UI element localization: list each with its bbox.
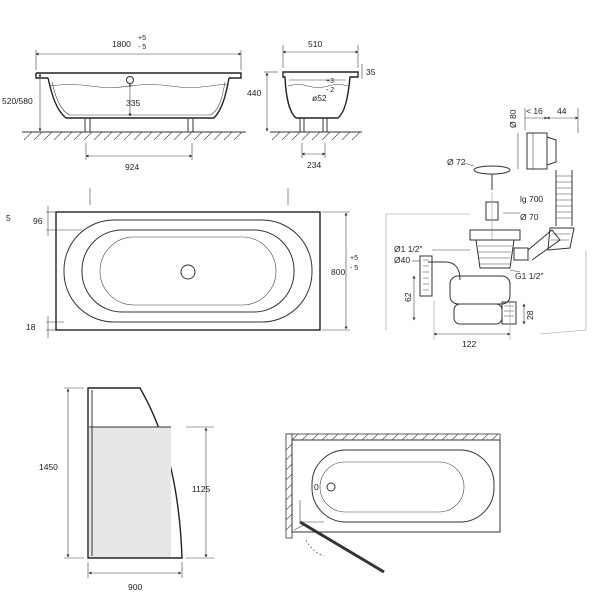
waste-thread-value: G1 1/2"	[515, 271, 544, 281]
rim-bottom-value: 18	[26, 322, 36, 332]
plan-view: 5 96 18 800 +5 - 5	[6, 188, 358, 338]
drain-dia-kit-value: Ø 70	[520, 212, 539, 222]
side-view: 1800 +5 - 5 520/580 335 924	[2, 35, 246, 172]
depth-kit-value: 44	[557, 106, 567, 116]
foot-offset-value: 234	[307, 160, 321, 170]
end-height-value: 440	[247, 88, 261, 98]
installation-plan: 0	[285, 433, 501, 574]
plan-width-tol-minus: - 5	[350, 265, 358, 272]
pipe-dia-value: Ø40	[394, 255, 410, 265]
end-view: 510 35 440 +3 - 2 ø52 234	[247, 39, 376, 170]
outlet-thread-value: Ø1 1/2"	[394, 244, 423, 254]
trap-width-value: 122	[462, 339, 476, 349]
end-tol-plus: +3	[326, 78, 334, 85]
height-value: 520/580	[2, 96, 33, 106]
length-tol-minus: - 5	[138, 44, 146, 51]
depth-value: 335	[126, 98, 140, 108]
overflow-dia-value: Ø 80	[508, 109, 518, 128]
end-tol-minus: - 2	[326, 87, 334, 94]
screen-width-value: 900	[128, 582, 142, 592]
waste-kit: < 16 44 Ø 80 Ø 72 lg 700 Ø 70 Ø1 1/2" Ø4…	[385, 106, 587, 349]
leg	[84, 118, 194, 132]
feet-spacing-value: 924	[125, 162, 139, 172]
waste-height-value: 62	[403, 292, 413, 302]
rim-top-value: 96	[33, 216, 43, 226]
drain-dia-value: ø52	[312, 93, 327, 103]
length-value: 1800	[112, 39, 131, 49]
glass-height-value: 1125	[192, 484, 211, 494]
plan-edge-mark: 5	[6, 213, 11, 223]
trap-height-value: 28	[525, 310, 535, 320]
screen-height-value: 1450	[39, 462, 58, 472]
hose-length-value: lg 700	[520, 194, 543, 204]
plan-width-value: 800	[331, 267, 345, 277]
bath-screen: 1450 1125 900	[39, 387, 214, 592]
length-tol-plus: +5	[138, 35, 146, 42]
plan-width-tol-plus: +5	[350, 255, 358, 262]
hinge-label: 0	[314, 482, 319, 492]
rim-value: 35	[366, 67, 376, 77]
end-width-value: 510	[308, 39, 322, 49]
offset-value: < 16	[526, 106, 543, 116]
plug-dia-value: Ø 72	[447, 157, 466, 167]
